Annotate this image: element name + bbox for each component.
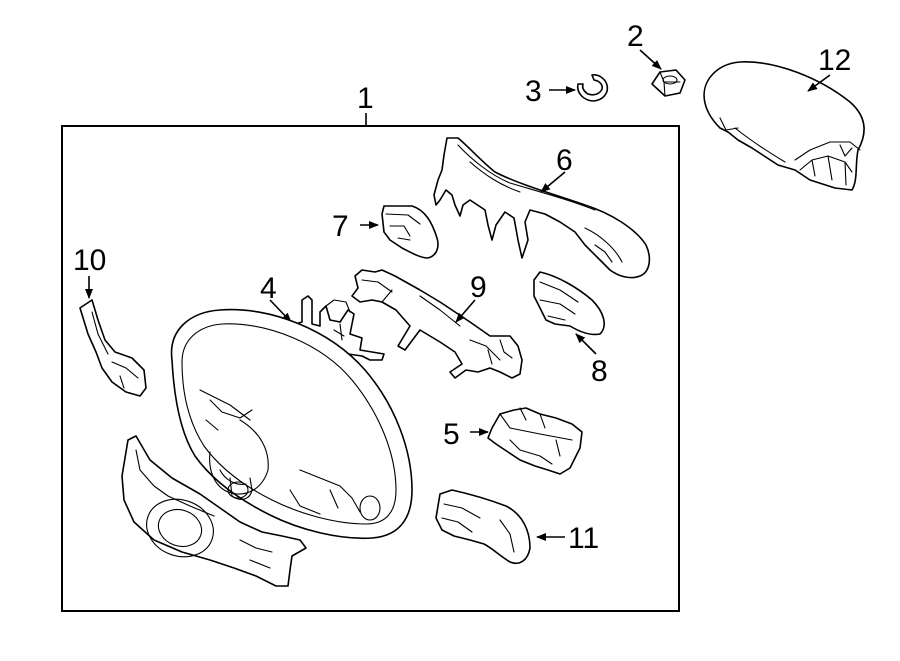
assembly-frame: [61, 125, 680, 612]
part-12-airbag[interactable]: 12: [703, 44, 865, 191]
part-10-lower-trim[interactable]: 10: [73, 244, 147, 397]
part-6-upper-trim[interactable]: 6: [433, 137, 651, 279]
callout-10-number: 10: [73, 244, 106, 277]
steering-wheel[interactable]: [170, 308, 413, 540]
callout-1[interactable]: 1: [357, 82, 374, 126]
part-7-left-switch[interactable]: 7: [332, 205, 439, 259]
part-8-right-switch[interactable]: 8: [533, 271, 608, 388]
callout-6-number: 6: [556, 144, 573, 177]
callout-8-number: 8: [591, 355, 608, 388]
callout-7-number: 7: [332, 210, 349, 243]
callout-1-number: 1: [357, 82, 374, 115]
callout-5-number: 5: [443, 418, 460, 451]
callout-3-number: 3: [525, 75, 542, 108]
part-5-control-module[interactable]: 5: [443, 407, 583, 475]
part-3-clip[interactable]: 3: [525, 74, 609, 108]
callout-9-number: 9: [470, 271, 487, 304]
part-9-bracket[interactable]: 9: [351, 269, 523, 379]
lower-back-cover[interactable]: [121, 435, 307, 587]
callout-2-number: 2: [627, 20, 644, 53]
callout-4-number: 4: [260, 272, 277, 305]
part-2-nut[interactable]: 2: [627, 20, 686, 97]
callout-12-number: 12: [818, 44, 851, 77]
part-4-wire-harness[interactable]: 4: [260, 272, 385, 361]
callout-11-number: 11: [568, 522, 599, 555]
part-11-lower-trim[interactable]: 11: [435, 489, 599, 564]
